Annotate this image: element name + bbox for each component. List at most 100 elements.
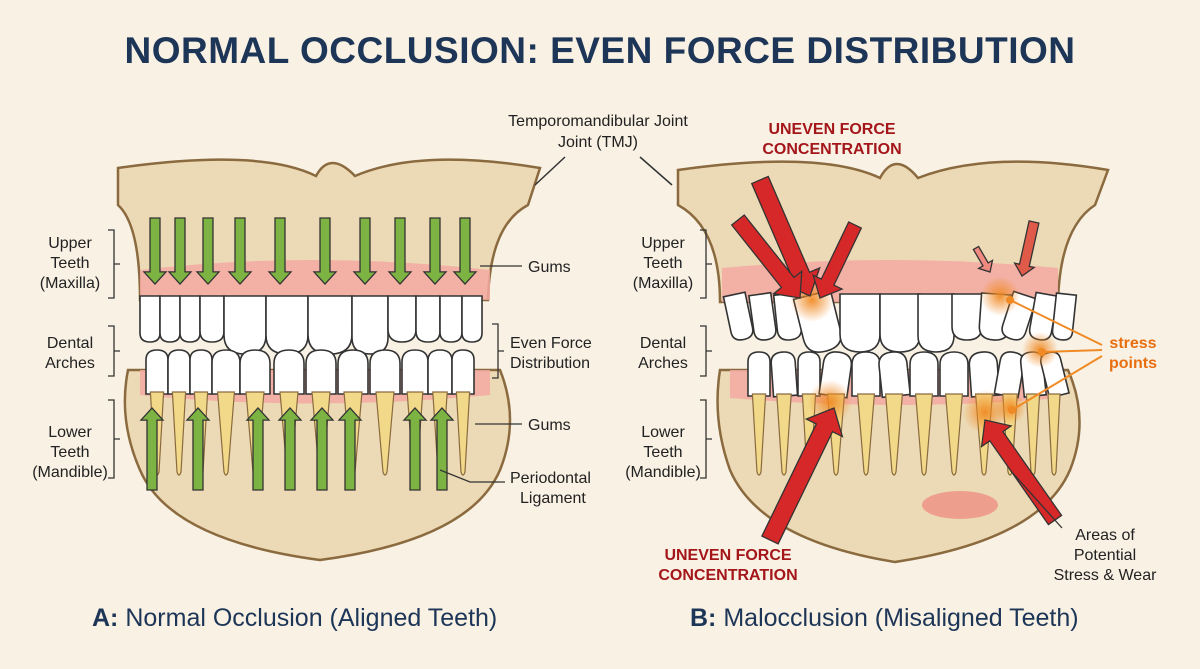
- upper-tooth: [265, 295, 309, 355]
- tooth-root: [914, 393, 934, 476]
- green-arrow-up: [185, 407, 211, 491]
- tmj-pointer-left: [534, 156, 566, 186]
- tmj-pointer-right: [639, 156, 673, 186]
- svg-text:Teeth: Teeth: [50, 255, 89, 272]
- lower-tooth: [273, 349, 305, 395]
- panel-a-arrows-down: [142, 217, 478, 285]
- upper-tooth: [199, 295, 225, 343]
- upper-tooth: [415, 295, 441, 343]
- upper-tooth: [1051, 292, 1078, 341]
- green-arrow-down: [422, 217, 448, 285]
- green-arrow-up: [139, 407, 165, 491]
- svg-text:Potential: Potential: [1074, 547, 1136, 564]
- svg-text:Teeth: Teeth: [643, 255, 682, 272]
- panel-b-label-dental-arches: Dental Arches: [638, 325, 712, 377]
- uneven-force-top-line1: UNEVEN FORCE: [768, 121, 895, 138]
- tooth-root: [776, 393, 792, 476]
- upper-tooth: [461, 295, 483, 343]
- lower-tooth: [401, 349, 429, 395]
- svg-text:(Maxilla): (Maxilla): [633, 275, 693, 292]
- green-arrow-down: [267, 217, 293, 285]
- red-arrow: [1013, 220, 1040, 277]
- svg-text:Distribution: Distribution: [510, 355, 590, 372]
- svg-text:Upper: Upper: [641, 235, 685, 252]
- panel-a-lower-teeth: [145, 349, 475, 395]
- svg-text:Lower: Lower: [48, 424, 92, 441]
- green-arrow-down: [452, 217, 478, 285]
- lower-tooth: [305, 349, 337, 395]
- upper-tooth: [351, 295, 389, 355]
- lower-tooth: [968, 351, 1001, 398]
- tooth-root: [751, 393, 767, 476]
- green-arrow-up: [309, 407, 335, 491]
- svg-text:Dental: Dental: [47, 335, 93, 352]
- tooth-root: [884, 393, 904, 476]
- tooth-root: [856, 393, 876, 476]
- upper-tooth: [387, 295, 417, 343]
- green-arrow-down: [227, 217, 253, 285]
- lower-tooth: [337, 349, 369, 395]
- panel-a-label-upper-teeth: Upper Teeth (Maxilla): [40, 229, 120, 299]
- red-arrow: [972, 245, 994, 273]
- areas-stress-wear-callout: Areas of Potential Stress & Wear: [1009, 469, 1158, 584]
- upper-tooth: [748, 291, 777, 341]
- uneven-force-top-line2: CONCENTRATION: [762, 141, 901, 158]
- uneven-force-bottom-line2: CONCENTRATION: [658, 567, 797, 584]
- svg-text:points: points: [1109, 355, 1157, 372]
- red-arrow: [730, 214, 803, 299]
- lower-tooth: [939, 351, 969, 397]
- upper-tooth: [139, 295, 161, 343]
- lower-tooth: [189, 349, 213, 395]
- panel-a-label-periodontal-ligament: Periodontal Ligament: [439, 469, 591, 507]
- svg-text:Stress & Wear: Stress & Wear: [1054, 567, 1158, 584]
- svg-text:Areas of: Areas of: [1075, 527, 1135, 544]
- green-arrow-down: [312, 217, 338, 285]
- tooth-root: [171, 391, 187, 476]
- lower-tooth: [747, 351, 771, 397]
- lower-tooth: [451, 349, 475, 395]
- stress-glow: [808, 380, 852, 424]
- stress-glow: [980, 276, 1020, 316]
- svg-text:(Maxilla): (Maxilla): [40, 275, 100, 292]
- tooth-root: [216, 391, 236, 476]
- svg-text:Arches: Arches: [638, 355, 688, 372]
- svg-text:stress: stress: [1109, 335, 1156, 352]
- panel-b-red-arrows: [730, 175, 1063, 545]
- panel-a-label-gums-lower: Gums: [475, 417, 571, 434]
- green-arrow-up: [245, 407, 271, 491]
- lower-tooth: [211, 349, 241, 395]
- green-arrow-up: [277, 407, 303, 491]
- page-title: NORMAL OCCLUSION: EVEN FORCE DISTRIBUTIO…: [124, 30, 1076, 71]
- red-arrow: [980, 419, 1063, 526]
- panel-b-inflammation-patch: [922, 491, 998, 519]
- panel-a-upper-teeth: [139, 295, 483, 355]
- svg-text:Dental: Dental: [640, 335, 686, 352]
- upper-tooth: [879, 293, 921, 353]
- green-arrow-up: [402, 407, 428, 491]
- lower-tooth: [145, 349, 169, 395]
- tooth-root: [1047, 393, 1061, 476]
- red-arrow: [761, 407, 844, 545]
- svg-text:Ligament: Ligament: [520, 490, 586, 507]
- panel-a-arrows-up: [139, 407, 455, 491]
- upper-tooth: [439, 295, 463, 343]
- svg-text:Gums: Gums: [528, 417, 571, 434]
- lower-tooth: [427, 349, 453, 395]
- lower-tooth: [369, 349, 401, 395]
- upper-tooth: [223, 295, 267, 355]
- red-arrow: [812, 221, 863, 299]
- upper-tooth: [951, 293, 983, 341]
- svg-text:Teeth: Teeth: [643, 444, 682, 461]
- lower-tooth: [878, 351, 912, 399]
- panel-b-label-upper-teeth: Upper Teeth (Maxilla): [633, 229, 712, 299]
- stress-points-callout: stress points: [1006, 296, 1157, 414]
- svg-text:Lower: Lower: [641, 424, 685, 441]
- panel-b-jaw: [676, 160, 1110, 564]
- upper-tooth: [159, 295, 181, 343]
- lower-tooth: [909, 351, 939, 397]
- green-arrow-down: [387, 217, 413, 285]
- svg-text:(Mandible): (Mandible): [32, 464, 108, 481]
- panel-b-label-lower-teeth: Lower Teeth (Mandible): [625, 399, 712, 481]
- svg-text:Periodontal: Periodontal: [510, 470, 591, 487]
